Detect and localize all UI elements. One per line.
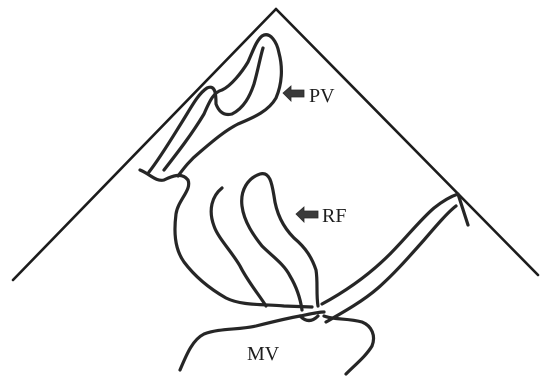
mv-right-leaflet — [324, 316, 374, 374]
pv-annotation: PV — [283, 85, 335, 107]
pv-arrow-icon — [283, 86, 304, 101]
ra-left-wall — [211, 188, 266, 306]
chamber-left-wall — [140, 170, 312, 307]
pv-label: PV — [309, 85, 335, 107]
pulmonary-vein-outline — [149, 35, 281, 176]
sector-outline — [13, 9, 538, 280]
sector-left-edge — [13, 9, 276, 280]
rf-annotation: RF — [296, 205, 346, 227]
chamber-walls — [140, 170, 312, 307]
rf-label: RF — [322, 205, 346, 227]
mv-label: MV — [247, 343, 280, 365]
rf-arrow-icon — [296, 207, 318, 222]
mv-annulus-link — [300, 316, 318, 321]
